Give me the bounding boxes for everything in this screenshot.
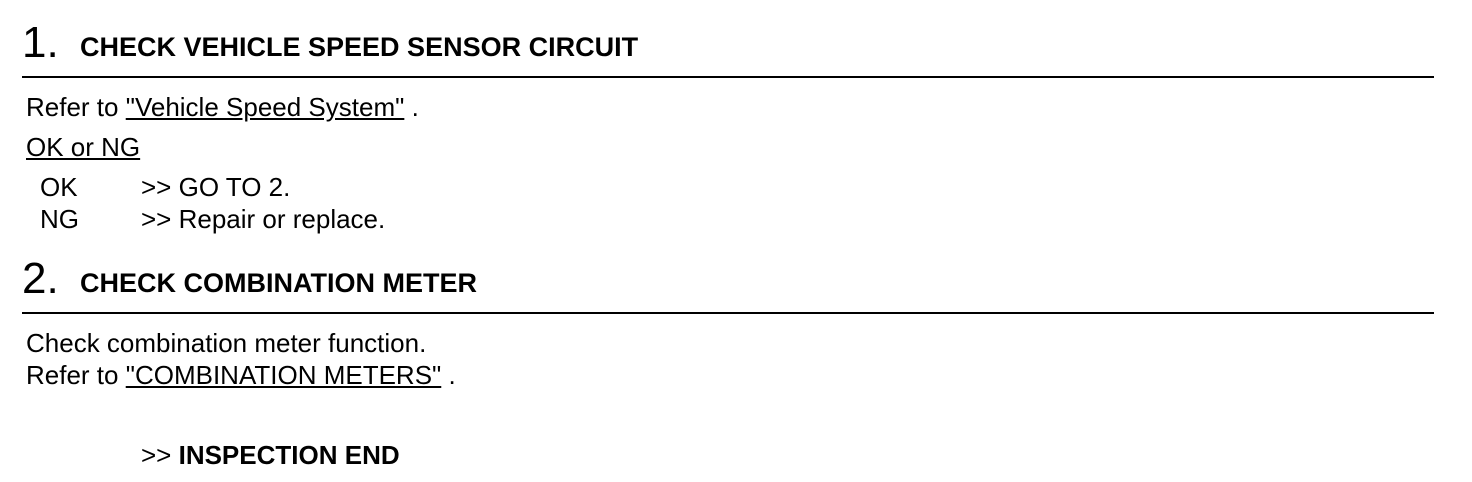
step-1-header: 1. CHECK VEHICLE SPEED SENSOR CIRCUIT [22,18,1434,78]
result-action-ok: >> GO TO 2. [141,172,291,202]
result-action-ng: >> Repair or replace. [141,204,386,234]
result-row-ok: OK >> GO TO 2. [40,172,290,202]
step-2-instruction: Check combination meter function. [26,328,427,358]
inspection-end-text: INSPECTION END [178,440,400,470]
step-1-refer-prefix: Refer to [26,92,126,122]
step-2-refer-prefix: Refer to [26,360,126,390]
combination-meters-link[interactable]: "COMBINATION METERS" [125,360,442,390]
step-1-number: 1. [22,18,59,67]
step-2-header: 2. CHECK COMBINATION METER [22,254,1434,314]
vehicle-speed-system-link[interactable]: "Vehicle Speed System" [125,92,405,122]
step-1-refer-line: Refer to "Vehicle Speed System" . [26,92,419,122]
step-2-title: CHECK COMBINATION METER [80,268,477,298]
inspection-end-arrow: >> [141,440,179,470]
step-2-refer-suffix: . [441,360,456,390]
inspection-end: >> INSPECTION END [141,440,400,470]
ok-or-ng-label: OK or NG [26,132,140,162]
step-1-refer-suffix: . [404,92,419,122]
step-1-title: CHECK VEHICLE SPEED SENSOR CIRCUIT [80,32,639,62]
step-2-number: 2. [22,254,59,303]
ok-or-ng-text: OK or NG [26,132,141,162]
step-2-refer-line: Refer to "COMBINATION METERS" . [26,360,456,390]
result-code-ok: OK [40,172,78,202]
result-row-ng: NG >> Repair or replace. [40,204,385,234]
result-code-ng: NG [40,204,79,234]
